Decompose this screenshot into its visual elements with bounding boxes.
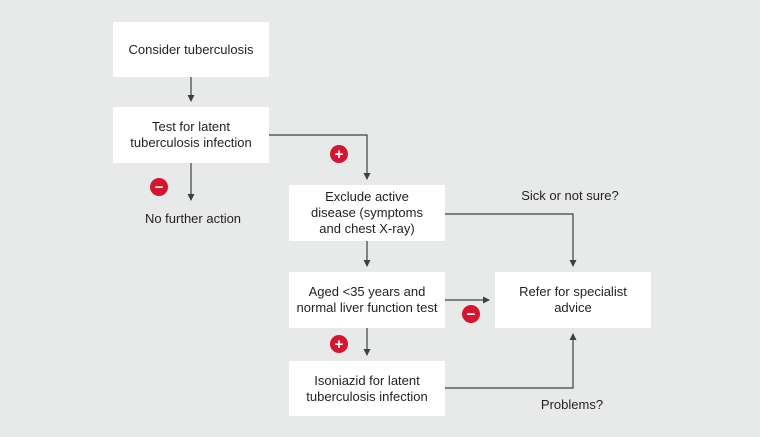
node-refer-specialist-advice: Refer for specialist advice xyxy=(495,272,651,328)
minus-glyph: − xyxy=(466,305,476,323)
minus-glyph: − xyxy=(154,178,164,196)
plus-glyph: + xyxy=(334,145,344,163)
node-test-latent-tuberculosis: Test for latent tuberculosis infection xyxy=(113,107,269,163)
plus-icon: + xyxy=(330,335,348,353)
node-exclude-active-disease: Exclude active disease (symptoms and che… xyxy=(289,185,445,241)
node-aged-under-35-liver-function: Aged <35 years and normal liver function… xyxy=(289,272,445,328)
plus-glyph: + xyxy=(334,335,344,353)
arrow-test-to-exclude-active xyxy=(269,134,371,180)
plus-icon: + xyxy=(330,145,348,163)
arrow-problems-to-refer xyxy=(445,333,577,389)
minus-icon: − xyxy=(462,305,480,323)
label-no-further-action: No further action xyxy=(144,211,242,226)
arrow-sick-to-refer xyxy=(445,213,577,267)
label-problems: Problems? xyxy=(540,397,604,412)
node-isoniazid-latent-tuberculosis: Isoniazid for latent tuberculosis infect… xyxy=(289,361,445,416)
node-consider-tuberculosis: Consider tuberculosis xyxy=(113,22,269,77)
minus-icon: − xyxy=(150,178,168,196)
label-sick-or-not-sure: Sick or not sure? xyxy=(521,188,619,203)
